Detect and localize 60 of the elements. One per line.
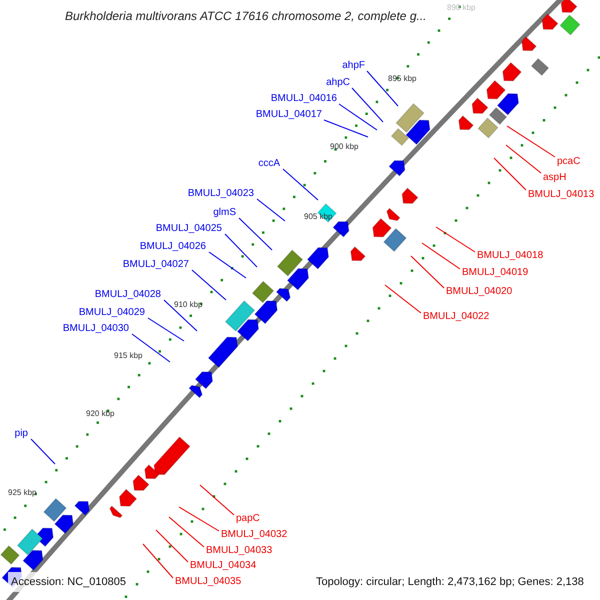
gene-label: BMULJ_04017 [256,109,322,121]
gene-label: BMULJ_04019 [462,267,528,279]
gene-label: cccA [258,158,280,170]
leader-line [422,242,460,270]
gene-label: aspH [543,172,566,184]
gene-label: pip [14,428,28,440]
leader-line [142,544,174,578]
leader-line [410,256,444,288]
leader-line [168,516,204,548]
leader-line [494,158,526,190]
gene-label: BMULJ_04020 [446,286,512,298]
leader-line [238,218,272,250]
leader-line [224,234,258,268]
gene-label: BMULJ_04034 [190,560,256,572]
gene-label: BMULJ_04030 [62,323,129,335]
gene-label: glmS [213,207,236,219]
leader-line [256,198,286,222]
leader-line [366,70,398,106]
leader-line [164,300,198,332]
gene-label: BMULJ_04029 [78,307,145,319]
leader-line [506,144,542,174]
scale-label: 890 kbp [447,3,476,13]
gene-label: papC [236,513,260,525]
gene-label: BMULJ_04033 [206,545,272,557]
gene-label: ahpC [326,77,350,89]
leader-line [178,506,220,532]
leader-line [156,530,188,562]
leader-line [324,120,368,138]
leader-line [384,284,422,314]
leader-line [282,168,318,200]
scale-label: 920 kbp [86,409,114,419]
leader-line [338,104,378,130]
gene-label: BMULJ_04027 [122,259,189,271]
gene-label: BMULJ_04022 [423,311,490,323]
scale-label: 910 kbp [174,300,202,310]
leader-line [192,270,226,300]
gene-label: BMULJ_04035 [175,576,242,588]
leader-line [148,318,184,342]
leader-line [200,484,234,516]
scale-label: 900 kbp [330,142,358,152]
gene-label: BMULJ_04025 [156,223,222,235]
gene-label: BMULJ_04018 [477,250,544,262]
scale-label: 925 kbp [8,488,36,498]
scale-label: 895 kbp [388,74,416,84]
gene-label: ahpF [342,60,365,72]
scale-label: 905 kbp [304,212,332,222]
gene-label: BMULJ_04023 [188,188,254,200]
leader-line [506,126,556,158]
gene-label: BMULJ_04013 [528,189,594,201]
leader-line [352,88,384,122]
gene-label: BMULJ_04032 [221,529,288,541]
leader-line [436,226,476,252]
gene-label: BMULJ_04016 [270,93,337,105]
leader-line [208,252,246,278]
scale-label: 915 kbp [114,351,142,361]
gene-label: BMULJ_04028 [94,289,161,301]
leader-line [30,438,56,464]
gene-label: pcaC [557,156,580,168]
leader-line [132,334,170,362]
gene-label: BMULJ_04026 [140,241,206,253]
